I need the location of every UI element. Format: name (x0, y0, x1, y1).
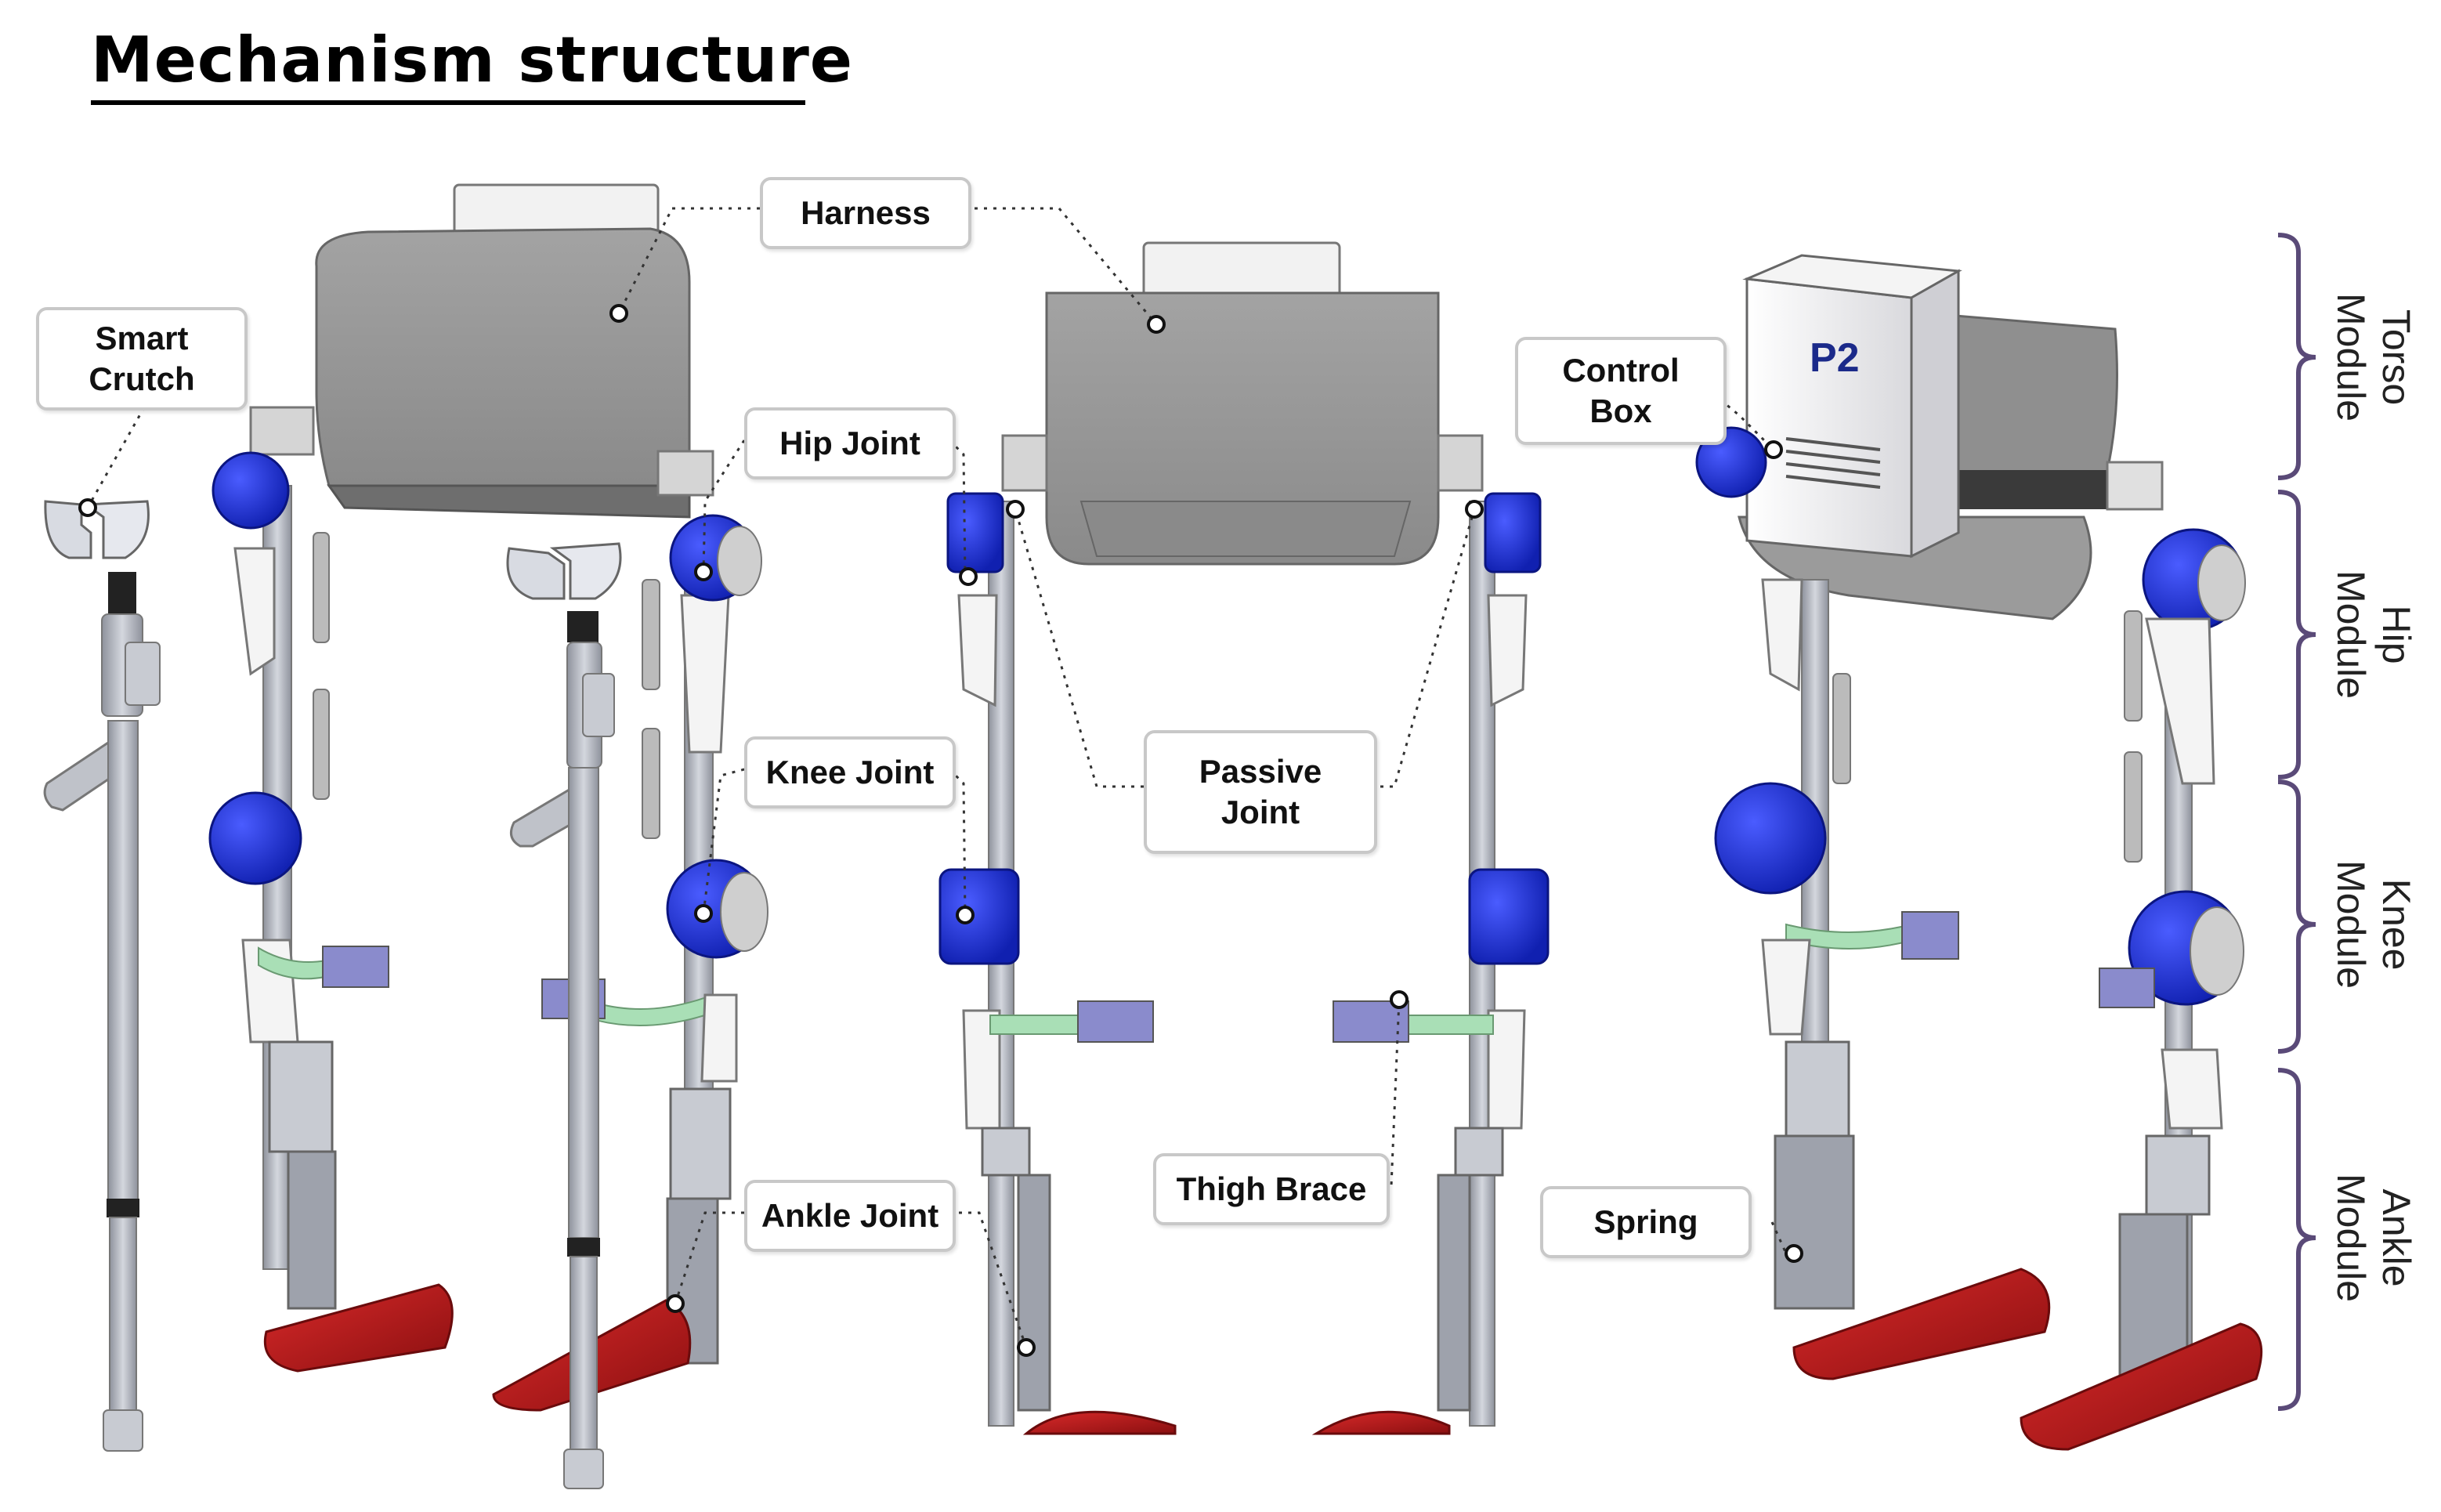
module-label-knee-line2: Module (2329, 860, 2373, 989)
module-label-hip-line1: Hip (2374, 605, 2418, 664)
smart-crutch-label-line2: Crutch (89, 360, 195, 397)
exoskeleton-view-3: P2 (1695, 254, 2263, 1451)
harness-label: Harness (801, 194, 931, 231)
spring-label: Spring (1593, 1203, 1698, 1240)
exoskeleton-view-1 (208, 183, 768, 1412)
control-box-marking: P2 (1810, 335, 1860, 381)
callout-passive-joint: Passive Joint (1144, 730, 1377, 854)
diagram-title: Mechanism structure (91, 24, 854, 96)
passive-joint-label-line2: Joint (1220, 794, 1300, 830)
module-label-torso-line2: Module (2329, 293, 2373, 421)
callout-control-box: Control Box (1515, 337, 1727, 445)
exoskeleton-view-2 (938, 241, 1550, 1435)
callout-spring: Spring (1540, 1186, 1752, 1258)
knee-joint-label: Knee Joint (765, 754, 935, 790)
callout-knee-joint: Knee Joint (744, 736, 956, 808)
control-box-label-line2: Box (1589, 392, 1652, 429)
module-label-ankle-line1: Ankle (2374, 1188, 2418, 1287)
callout-thigh-brace: Thigh Brace (1153, 1153, 1390, 1225)
smart-crutch-right (506, 542, 622, 1489)
module-label-knee: Knee Module (2327, 783, 2421, 1065)
anchor-dots (78, 304, 1803, 1357)
callout-ankle-joint: Ankle Joint (744, 1180, 956, 1252)
smart-crutch-left (43, 500, 161, 1452)
smart-crutch-label-line1: Smart (95, 320, 189, 356)
ankle-joint-label: Ankle Joint (761, 1197, 939, 1234)
title-underline (91, 100, 805, 105)
callout-harness: Harness (760, 177, 971, 249)
module-label-hip-line2: Module (2329, 570, 2373, 699)
thigh-brace-label: Thigh Brace (1176, 1170, 1367, 1207)
module-label-hip: Hip Module (2327, 494, 2421, 776)
passive-joint-label-line1: Passive (1199, 753, 1322, 790)
module-label-ankle-line2: Module (2329, 1174, 2373, 1302)
control-box-label-line1: Control (1562, 352, 1680, 389)
module-label-torso-line1: Torso (2374, 309, 2418, 406)
module-brackets (2277, 233, 2316, 1411)
callout-hip-joint: Hip Joint (744, 407, 956, 479)
module-label-ankle: Ankle Module (2327, 1097, 2421, 1379)
callout-smart-crutch: Smart Crutch (36, 307, 248, 411)
hip-joint-label: Hip Joint (779, 425, 920, 461)
module-label-knee-line1: Knee (2374, 878, 2418, 971)
module-label-torso: Torso Module (2327, 216, 2421, 498)
